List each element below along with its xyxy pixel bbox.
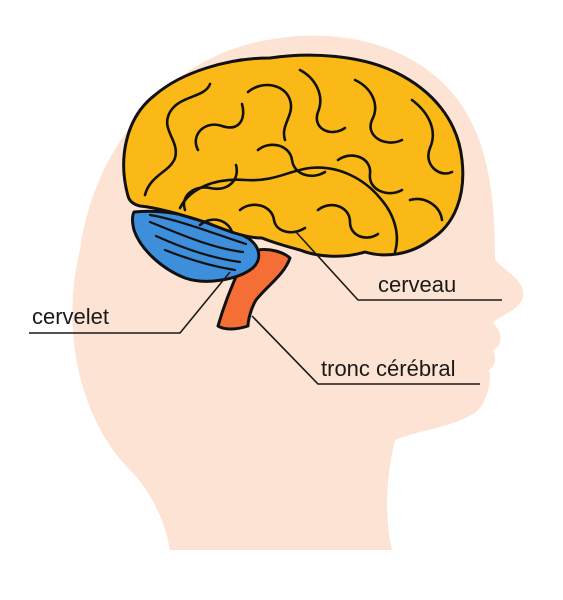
cerebrum-label: cerveau (378, 272, 456, 297)
cerebrum-fold (410, 98, 454, 175)
cerebellum-leader-line (29, 271, 231, 334)
cerebellum-fold-4 (148, 213, 248, 246)
cerebellum-fold-2 (154, 234, 242, 264)
cerebrum-leader-line (295, 231, 502, 301)
cerebrum-fold (198, 218, 234, 234)
cerebrum-fold (143, 82, 212, 197)
cerebrum-fold (408, 197, 444, 222)
cerebrum-fold (336, 154, 404, 195)
cerebrum (122, 53, 465, 258)
cerebellum-fold-3 (163, 248, 237, 272)
brainstem-leader-line (251, 315, 480, 385)
cerebrum-fold (256, 143, 327, 177)
cerebrum-fold (316, 203, 380, 239)
cerebrum-fold (353, 78, 404, 144)
temporal-lobe-outline (178, 166, 399, 254)
cerebrum-fold (246, 83, 293, 142)
cerebrum-fold (298, 68, 347, 134)
cerebellum-label: cervelet (32, 304, 109, 329)
brainstem-label: tronc cérébral (321, 356, 456, 381)
cerebrum-fold (238, 203, 307, 234)
cerebellum-fold-1 (148, 220, 245, 254)
cerebrum-fold (194, 102, 245, 152)
